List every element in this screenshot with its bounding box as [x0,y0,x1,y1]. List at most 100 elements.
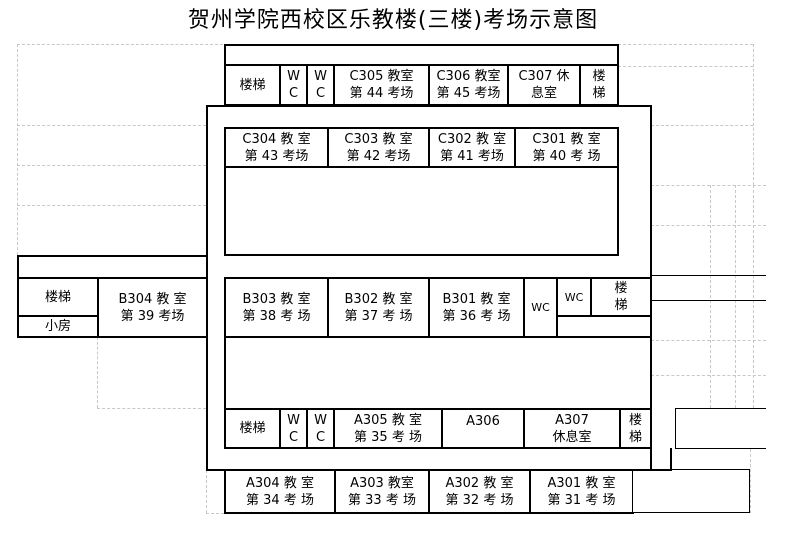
room-c301[interactable]: C301 教 室第 40 考 场 [514,127,619,168]
grid-line [651,125,753,126]
grid-line [206,513,224,514]
grid-line [17,44,223,45]
room-label: C [315,86,326,101]
room-c304[interactable]: C304 教 室第 43 考场 [224,127,329,168]
room-label: B302 教 室 [344,291,413,307]
room-label: C304 教 室 [242,131,311,147]
room-stairs[interactable]: 楼梯 [224,64,281,106]
room-stairs[interactable]: 楼梯 [579,64,619,106]
grid-line [97,337,98,408]
room-label: C [315,429,326,445]
room-label: C306 教室 [436,69,501,84]
room-label: C302 教 室 [437,131,507,147]
room-label: A303 教室 [350,475,414,491]
room-label: B303 教 室 [242,291,311,307]
room-label: A306 [466,414,500,429]
room-unlabeled [556,315,652,338]
exam-label: 第 38 考 场 [242,308,311,324]
room-c306[interactable]: C306 教室第 45 考场 [428,64,509,106]
room-label: 梯 [614,298,628,313]
room-a301[interactable]: A301 教 室第 31 考 场 [529,469,634,514]
room-label: W [287,412,300,428]
room-wc[interactable]: WC [556,277,592,317]
room-a304[interactable]: A304 教 室第 34 考 场 [224,469,336,514]
room-unlabeled [675,408,766,449]
room-label: 楼梯 [239,421,266,436]
room-label: WC [531,301,550,314]
room-label: 楼 [592,69,606,84]
room-stairs[interactable]: 楼梯 [17,277,99,317]
exam-label: 第 42 考场 [346,148,411,164]
exam-label: 第 31 考 场 [547,492,616,508]
room-label: 楼 [628,412,642,428]
grid-line [651,340,766,341]
grid-line [710,185,711,408]
room-a302[interactable]: A302 教 室第 32 考 场 [428,469,531,514]
grid-line [753,44,754,185]
room-label: C [288,86,299,101]
room-unlabeled [632,469,750,513]
room-label: A301 教 室 [547,475,616,491]
room-a306[interactable]: A306 [441,408,525,449]
grid-line [17,44,18,255]
exam-label: 第 43 考场 [244,148,309,164]
room-label: W [287,69,300,84]
grid-line [618,44,753,45]
room-stairs[interactable]: 楼梯 [224,408,281,449]
grid-line [651,225,766,226]
south-corridor [206,448,672,471]
grid-line [618,66,753,67]
grid-line [97,408,206,409]
grid-line [750,408,751,513]
room-a305[interactable]: A305 教 室第 35 考 场 [333,408,443,449]
room-c303[interactable]: C303 教 室第 42 考场 [327,127,430,168]
room-label: W [314,412,327,428]
room-b303[interactable]: B303 教 室第 38 考 场 [224,277,329,338]
room-c305[interactable]: C305 教室第 44 考场 [333,64,430,106]
room-b301[interactable]: B301 教 室第 36 考 场 [428,277,525,338]
exam-label: 第 44 考场 [349,86,414,101]
exam-label: 第 39 考场 [120,308,185,324]
grid-line [651,185,766,186]
exam-label: 第 35 考 场 [354,429,422,445]
room-a303[interactable]: A303 教室第 33 考 场 [334,469,430,514]
room-label: 梯 [628,429,642,445]
room-b302[interactable]: B302 教 室第 37 考 场 [327,277,430,338]
west-corridor [17,255,208,279]
exam-label: 第 32 考 场 [445,492,514,508]
room-label: WC [564,291,584,304]
exam-label: 第 33 考 场 [348,492,416,508]
room-label: A304 教 室 [246,475,314,491]
room-label: C305 教室 [349,69,414,84]
exam-label: 第 45 考场 [436,86,501,101]
room-c307[interactable]: C307 休息室 [507,64,581,106]
grid-line [753,185,754,408]
room-label: 梯 [592,86,606,101]
grid-line [17,125,206,126]
east-line [651,275,766,276]
exam-label: 第 41 考场 [440,148,504,164]
room-wc[interactable]: WC [523,277,558,338]
grid-line [206,470,207,513]
room-stairs[interactable]: 楼梯 [590,277,652,317]
room-b304[interactable]: B304 教 室第 39 考场 [97,277,208,338]
room-label: C303 教 室 [344,131,413,147]
exam-label: 第 37 考 场 [344,308,413,324]
exam-label: 第 36 考 场 [442,308,511,324]
room-label: 楼 [614,281,628,296]
room-label: 楼梯 [44,289,71,305]
room-label: A307 [555,412,589,428]
grid-line [735,185,736,408]
grid-line [17,205,206,206]
room-label: C [288,429,299,445]
exam-label: 第 34 考 场 [246,492,314,508]
room-stairs[interactable]: 楼梯 [619,408,652,449]
room-small[interactable]: 小房 [17,315,99,338]
room-c302[interactable]: C302 教 室第 41 考场 [428,127,516,168]
